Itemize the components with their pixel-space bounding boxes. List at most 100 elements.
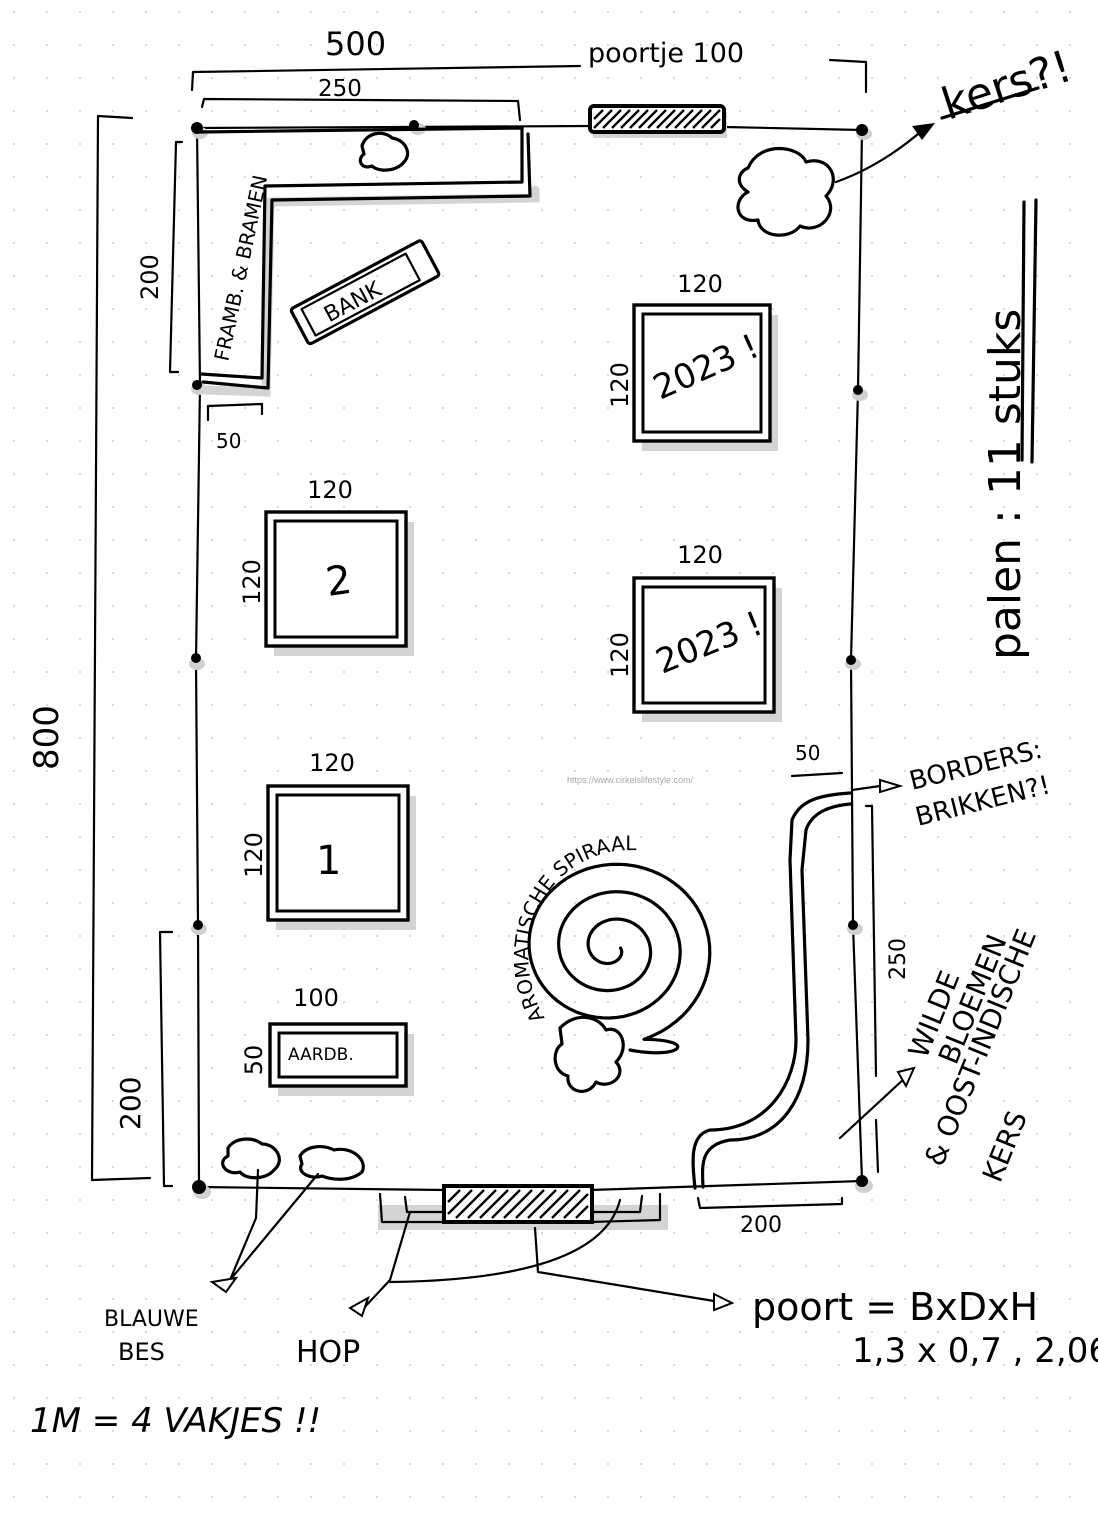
bed-name-label: 1: [316, 838, 341, 884]
post: [409, 120, 426, 135]
dim-small-gate: poortje 100: [588, 38, 744, 69]
berry-strip: [198, 126, 540, 397]
underline-posts: [1020, 198, 1038, 464]
hatch-pattern: [593, 109, 721, 129]
hatch-line: [701, 109, 721, 129]
cherry-note: kers?!: [936, 41, 1078, 131]
hatch-line: [647, 109, 667, 129]
hatch-line: [710, 118, 721, 129]
underline-cherry: [940, 86, 1040, 120]
dimension-bottom-right: [696, 1196, 844, 1210]
dimension-left-upper: [168, 140, 184, 374]
bed-width-label: 120: [307, 476, 353, 504]
hatch-line: [551, 1189, 581, 1219]
hatch-line: [479, 1189, 509, 1219]
post: [191, 920, 207, 935]
wildflowers-note-4: KERS: [976, 1106, 1034, 1186]
bed-name-label: AARDB.: [288, 1045, 354, 1065]
arrow-head-icon: [896, 1066, 916, 1089]
blueberry-bush-icon: [298, 1145, 365, 1181]
arrow-line: [850, 784, 882, 792]
main-gate: [378, 1184, 668, 1230]
hatch-line: [611, 109, 631, 129]
arrow-line: [834, 126, 927, 184]
arrow-line: [838, 1076, 907, 1140]
arrow-head-icon: [209, 1276, 239, 1294]
post: [192, 1180, 211, 1199]
hatch-line: [593, 109, 613, 129]
dimension-lines: [90, 58, 1040, 1210]
fence-top: [195, 124, 864, 132]
hatch-line: [455, 1189, 485, 1219]
post: [852, 385, 868, 401]
garden-bed: 100 50 AARDB.: [240, 984, 414, 1096]
bed-width-label: 100: [293, 984, 339, 1012]
blueberry-label-1: BLAUWE: [104, 1307, 199, 1332]
dot-grid: [12, 10, 1072, 1499]
arrow-head-icon: [912, 123, 935, 140]
credit-url: https://www.cirkelslifestyle.com/: [567, 775, 694, 785]
arrow-head-icon: [348, 1295, 370, 1318]
bush-icon: [553, 1015, 625, 1093]
hatch-line: [620, 109, 640, 129]
fence-posts: [189, 120, 873, 1199]
dim-bottom-right: 200: [740, 1213, 782, 1238]
hatch-line: [692, 109, 712, 129]
blueberry-bush-icon: [221, 1137, 281, 1180]
hatch-line: [447, 1189, 461, 1203]
dimension-left-lower: [158, 930, 174, 1188]
dimension-left-total: [90, 114, 152, 1182]
hatch-line: [575, 1205, 589, 1219]
hatch-line: [447, 1189, 473, 1215]
spiral-label: AROMATISCHE SPIRAAL: [509, 831, 637, 1027]
trees: [221, 131, 835, 1181]
dimension-strip: [206, 402, 264, 422]
arrow-head-icon: [713, 1292, 735, 1312]
hatch-line: [683, 109, 703, 129]
spiral-label-text: AROMATISCHE SPIRAAL: [509, 831, 637, 1027]
bed-name-label: 2: [323, 557, 355, 606]
dimension-top-total: [190, 58, 868, 94]
bush-icon: [358, 131, 410, 172]
arrow-line: [360, 1198, 622, 1312]
dim-strip-width: 50: [216, 429, 241, 453]
hatch-line: [539, 1189, 569, 1219]
herb-spiral: [527, 862, 712, 1093]
hatch-line: [563, 1193, 589, 1219]
bed-height-label: 120: [238, 559, 266, 605]
dim-top-total: 500: [325, 25, 386, 63]
dimension-top-left: [200, 97, 522, 122]
hatch-line: [527, 1189, 557, 1219]
dim-top-left: 250: [318, 76, 362, 102]
arrow-line: [533, 1226, 722, 1304]
blueberry-label-2: BES: [118, 1338, 165, 1366]
small-gate-top: [588, 104, 727, 138]
hatch-line: [467, 1189, 497, 1219]
hatch-line: [593, 109, 604, 120]
hatch-line: [515, 1189, 545, 1219]
bed-height-label: 120: [606, 632, 634, 678]
hatch-line: [656, 109, 676, 129]
dim-left-upper: 200: [136, 254, 164, 300]
hatch-line: [638, 109, 658, 129]
post: [845, 655, 861, 670]
dim-right-strip-width: 50: [795, 741, 820, 765]
bed-height-label: 50: [240, 1045, 268, 1076]
fence-bottom: [197, 1179, 864, 1192]
post: [855, 1175, 873, 1193]
bed-width-label: 120: [677, 270, 723, 298]
bed-height-label: 120: [240, 832, 268, 878]
dim-right-strip-length: 250: [886, 938, 911, 980]
garden-bed: 120 120 2: [238, 476, 414, 656]
hatch-line: [674, 109, 694, 129]
gate-dimensions-label: poort = BxDxH: [752, 1285, 1038, 1329]
annotation-arrows: [209, 123, 935, 1318]
bed-height-label: 120: [606, 362, 634, 408]
scale-note: 1M = 4 VAKJES !!: [30, 1401, 321, 1441]
hatch-line: [503, 1189, 533, 1219]
hatch-line: [602, 109, 622, 129]
